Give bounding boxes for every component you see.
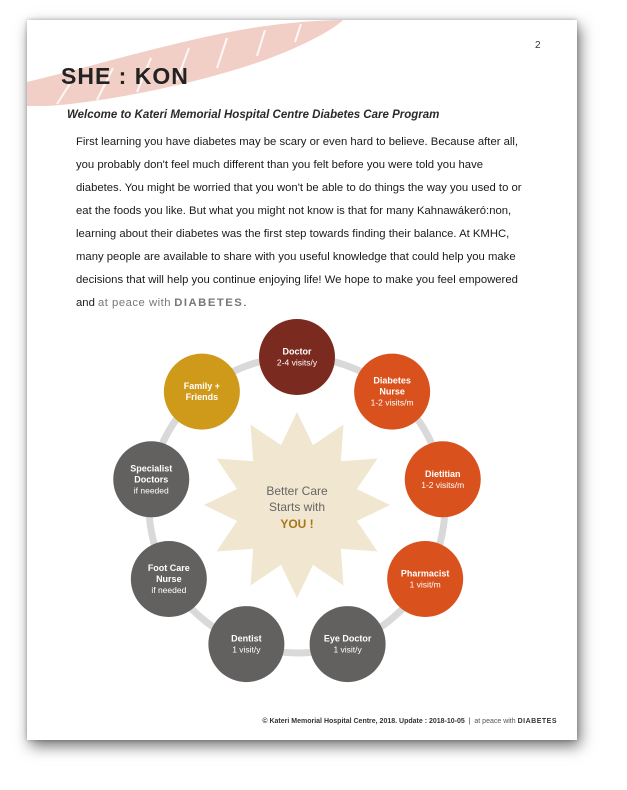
intro-paragraph: First learning you have diabetes may be … xyxy=(76,131,526,315)
care-node-circle xyxy=(208,606,285,683)
page-number: 2 xyxy=(535,40,541,51)
node-frequency: 1-2 visits/m xyxy=(421,480,464,490)
node-title: Eye Doctor xyxy=(324,634,372,644)
node-frequency: 2-4 visits/y xyxy=(277,358,318,368)
footer-copyright: © Kateri Memorial Hospital Centre, 2018.… xyxy=(262,718,465,725)
node-title-2: Doctors xyxy=(134,474,168,484)
node-title: Specialist xyxy=(130,463,172,473)
node-title-2: Nurse xyxy=(379,387,405,397)
node-title: Pharmacist xyxy=(401,569,450,579)
footer-peace: at peace with xyxy=(474,718,516,725)
node-title-2: Friends xyxy=(186,392,219,402)
footer: © Kateri Memorial Hospital Centre, 2018.… xyxy=(227,718,557,725)
page-title: SHE : KON xyxy=(61,63,189,89)
node-frequency: 1 visit/y xyxy=(232,645,261,655)
feather-decoration xyxy=(27,20,343,106)
welcome-heading: Welcome to Kateri Memorial Hospital Cent… xyxy=(67,109,440,121)
care-node-circle xyxy=(130,541,207,617)
document-page: 2 SHE : KON Welcome to Kateri Memorial H… xyxy=(27,20,577,740)
node-title: Dentist xyxy=(231,634,262,644)
care-node-circle xyxy=(309,606,386,683)
care-node-circle xyxy=(259,319,335,395)
center-line-3: YOU ! xyxy=(280,517,313,531)
tagline-peace: at peace with xyxy=(98,297,172,309)
intro-text: First learning you have diabetes may be … xyxy=(76,136,522,309)
care-node-circle xyxy=(163,353,240,430)
node-frequency: 1 visit/y xyxy=(333,645,362,655)
node-title: Foot Care xyxy=(148,563,190,573)
care-node-family-friends: Family +Friends xyxy=(163,353,240,430)
node-title-2: Nurse xyxy=(156,574,182,584)
node-title: Dietitian xyxy=(425,469,461,479)
node-frequency: 1-2 visits/m xyxy=(371,398,414,408)
node-frequency: if needed xyxy=(134,485,169,495)
footer-separator: | xyxy=(468,718,471,725)
care-node-circle xyxy=(387,541,464,617)
node-frequency: 1 visit/m xyxy=(410,580,441,590)
tagline-end: . xyxy=(243,297,247,309)
center-starburst xyxy=(204,412,390,598)
care-node-circle xyxy=(113,441,190,518)
care-node-circle xyxy=(404,441,481,518)
center-line-2: Starts with xyxy=(269,500,325,514)
node-title: Doctor xyxy=(283,347,312,357)
footer-diabetes: DIABETES xyxy=(517,718,557,725)
center-line-1: Better Care xyxy=(266,484,328,498)
care-node-circle xyxy=(354,353,431,430)
node-title: Family + xyxy=(184,381,220,391)
node-title: Diabetes xyxy=(373,376,411,386)
tagline-diabetes: DIABETES xyxy=(174,297,244,309)
node-frequency: if needed xyxy=(151,585,186,595)
